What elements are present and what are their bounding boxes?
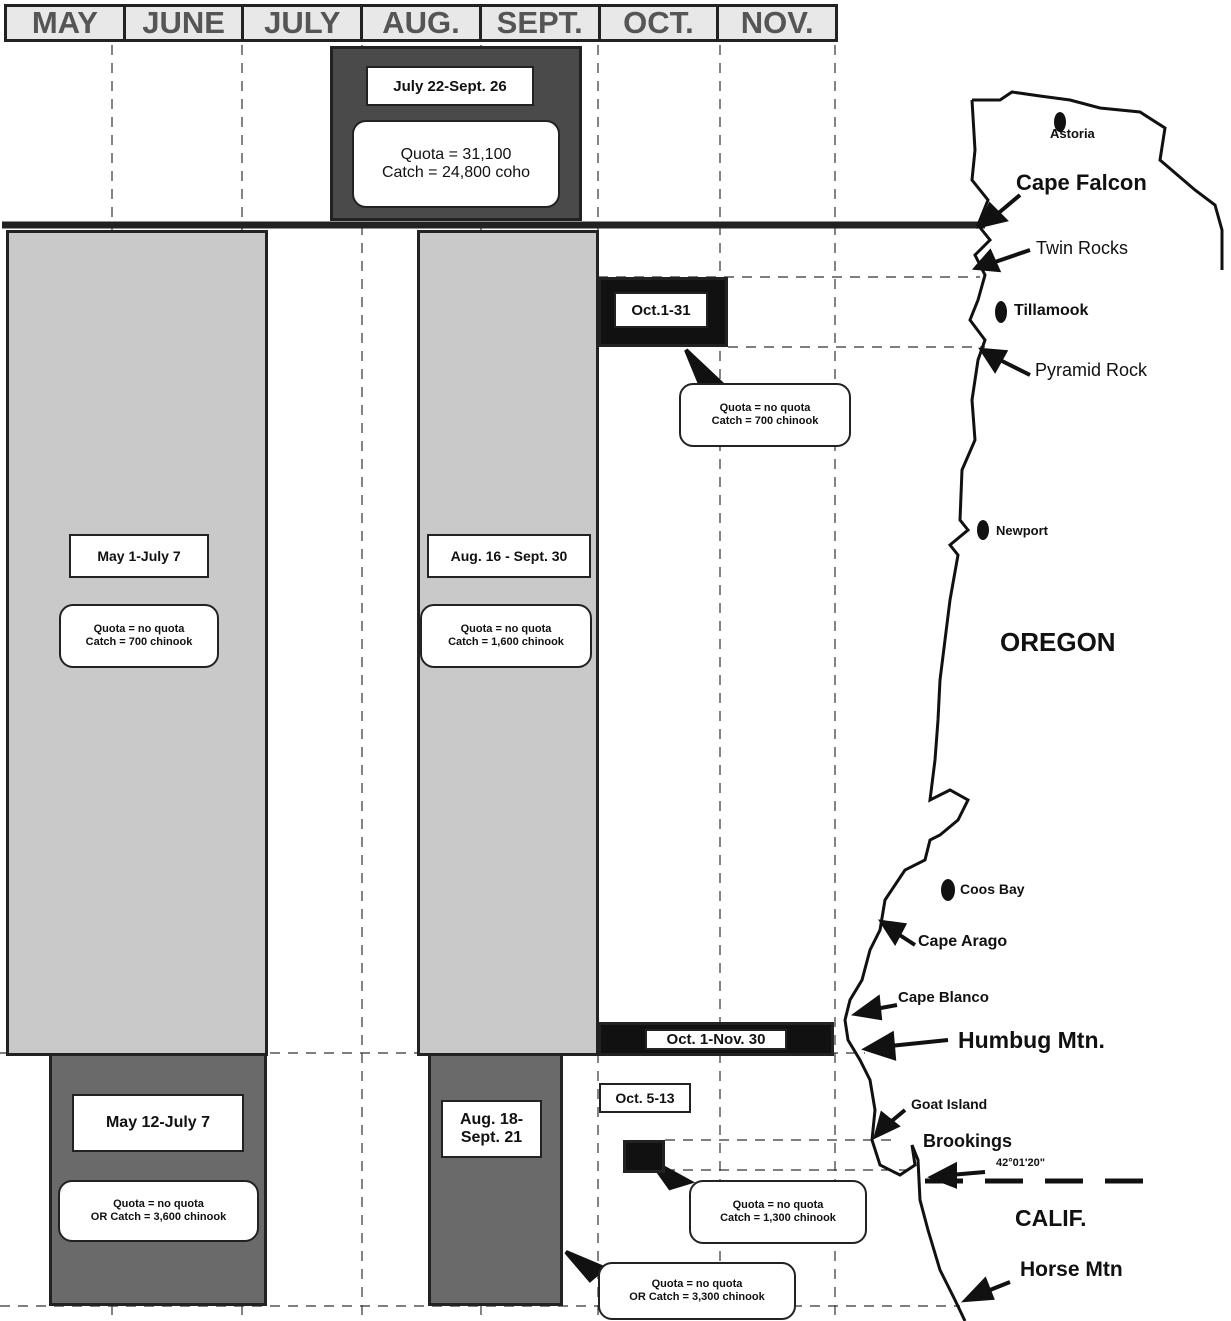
coos-bay-marker xyxy=(941,879,955,901)
central-late-quota-text: Quota = no quota xyxy=(460,623,552,636)
place-twin-rocks: Twin Rocks xyxy=(1036,238,1129,258)
location-arrows xyxy=(564,193,1031,1303)
coho-catch-text: Catch = 24,800 coho xyxy=(381,164,531,181)
south-late-quota-text: Quota = no quota xyxy=(651,1278,743,1291)
south-late-block xyxy=(428,1053,563,1306)
central-late-dates-label: Aug. 16 - Sept. 30 xyxy=(427,534,591,578)
south-spring-catch-text: OR Catch = 3,600 chinook xyxy=(90,1211,227,1223)
coho-quota-text: Quota = 31,100 xyxy=(400,145,512,163)
south-late-dates-label: Aug. 18- Sept. 21 xyxy=(441,1100,542,1158)
state-oregon: OREGON xyxy=(1000,627,1116,657)
south-late-catch-text: OR Catch = 3,300 chinook xyxy=(629,1291,765,1303)
place-cape-arago: Cape Arago xyxy=(918,933,1008,950)
south-spring-quota-text: Quota = no quota xyxy=(113,1198,204,1211)
month-july: JULY xyxy=(244,7,364,39)
tillamook-oct-quota-bubble: Quota = no quota Catch = 700 chinook xyxy=(679,383,851,447)
brookings-oct-dates-label: Oct. 5-13 xyxy=(599,1083,691,1113)
tillamook-oct-dates-label: Oct.1-31 xyxy=(614,292,708,328)
place-cape-falcon: Cape Falcon xyxy=(1016,170,1147,195)
central-spring-quota-bubble: Quota = no quota Catch = 700 chinook xyxy=(59,604,219,668)
latitude-label: 42°01'20" xyxy=(996,1157,1045,1169)
newport-marker xyxy=(977,520,989,540)
month-june: JUNE xyxy=(126,7,245,39)
astoria-marker xyxy=(1054,112,1066,132)
brookings-oct-block xyxy=(623,1140,665,1173)
brookings-oct-catch-text: Catch = 1,300 chinook xyxy=(720,1212,836,1224)
place-horse-mtn: Horse Mtn xyxy=(1020,1258,1123,1281)
south-spring-dates-label: May 12-July 7 xyxy=(72,1094,244,1152)
tillamook-marker xyxy=(995,301,1007,323)
place-brookings: Brookings xyxy=(923,1131,1013,1151)
tillamook-oct-catch-text: Catch = 700 chinook xyxy=(711,415,819,427)
month-sept: SEPT. xyxy=(482,7,601,39)
brookings-oct-quota-bubble: Quota = no quota Catch = 1,300 chinook xyxy=(689,1180,867,1244)
coho-quota-bubble: Quota = 31,100 Catch = 24,800 coho xyxy=(352,120,560,208)
place-newport: Newport xyxy=(996,523,1048,538)
central-spring-quota-text: Quota = no quota xyxy=(93,623,185,636)
south-spring-quota-bubble: Quota = no quota OR Catch = 3,600 chinoo… xyxy=(58,1180,259,1242)
month-may: MAY xyxy=(7,7,126,39)
tillamook-oct-quota-text: Quota = no quota xyxy=(719,402,811,415)
central-late-quota-bubble: Quota = no quota Catch = 1,600 chinook xyxy=(420,604,592,668)
place-tillamook: Tillamook xyxy=(1014,302,1089,319)
month-nov: NOV. xyxy=(740,5,814,40)
month-oct: OCT. xyxy=(601,7,720,39)
place-cape-blanco: Cape Blanco xyxy=(898,989,989,1006)
place-humbug-mtn: Humbug Mtn. xyxy=(958,1027,1105,1053)
south-late-quota-bubble: Quota = no quota OR Catch = 3,300 chinoo… xyxy=(598,1262,796,1320)
month-aug: AUG. xyxy=(363,7,482,39)
coho-dates-label: July 22-Sept. 26 xyxy=(366,66,534,106)
month-header: MAY JUNE JULY AUG. SEPT. OCT. NOV. xyxy=(4,4,838,42)
oregon-coastline xyxy=(843,90,1224,1321)
central-spring-dates-label: May 1-July 7 xyxy=(69,534,209,578)
central-spring-catch-text: Catch = 700 chinook xyxy=(85,636,193,648)
humbug-oct-nov-dates-label: Oct. 1-Nov. 30 xyxy=(645,1029,787,1050)
place-pyramid-rock: Pyramid Rock xyxy=(1035,360,1148,380)
state-calif: CALIF. xyxy=(1015,1205,1087,1231)
place-astoria: Astoria xyxy=(1050,126,1095,141)
brookings-oct-quota-text: Quota = no quota xyxy=(732,1199,824,1212)
place-coos-bay: Coos Bay xyxy=(960,881,1025,897)
place-goat-island: Goat Island xyxy=(911,1096,988,1112)
central-late-catch-text: Catch = 1,600 chinook xyxy=(448,636,564,648)
